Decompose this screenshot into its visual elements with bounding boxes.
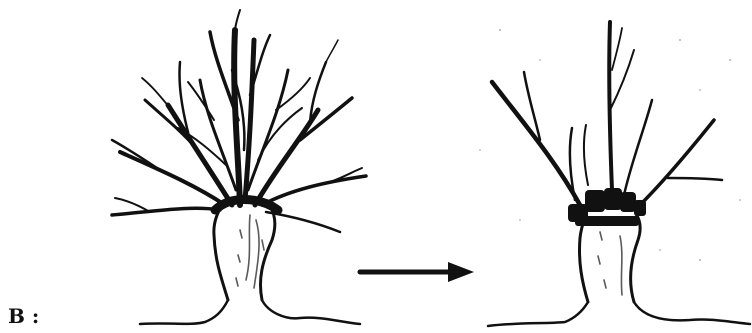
arrow-right-icon <box>360 262 474 282</box>
unpruned-tree-icon <box>112 10 366 324</box>
ground-left <box>140 300 360 324</box>
remaining-shoots <box>492 22 722 205</box>
trunk-right-tree-left <box>579 214 588 302</box>
dense-branches <box>112 10 366 232</box>
pruned-tree-icon <box>488 22 750 326</box>
trunk-right-shading <box>598 232 622 295</box>
panel-label: B : <box>8 306 39 326</box>
ground-right <box>488 302 750 326</box>
trunk-right-tree-right <box>631 214 641 302</box>
trunk-right-side <box>260 206 274 300</box>
trunk-left-side <box>214 205 228 300</box>
